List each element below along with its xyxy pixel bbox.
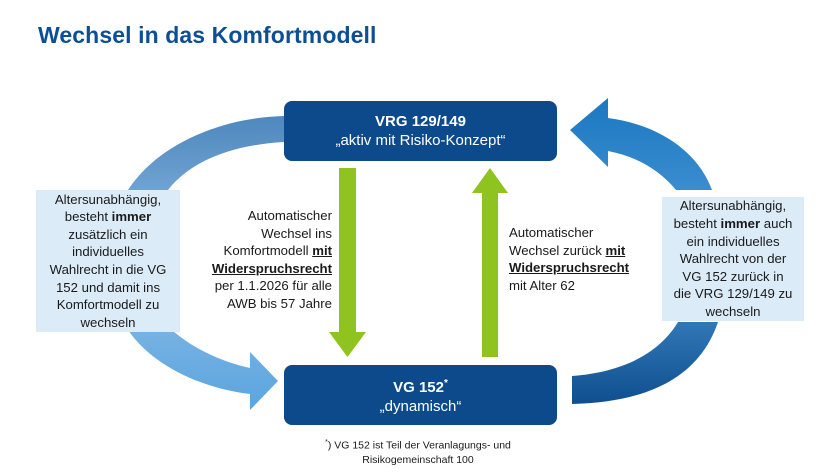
up-label-line: Wechsel zurück mit — [509, 242, 649, 260]
right-cycle-arrow — [570, 98, 718, 404]
right-box-text: besteht — [673, 216, 721, 232]
bottom-box-title-text: VG 152 — [393, 379, 444, 396]
left-box-line: Komfortmodell zu — [56, 297, 160, 313]
right-box-line: die VRG 129/149 zu — [673, 286, 793, 302]
right-box-line: besteht immer auch — [674, 215, 793, 233]
left-box-line: Altersunabhängig, — [54, 191, 162, 207]
right-box-line: Wahlrecht von der — [679, 251, 787, 267]
up-label-line: mit Alter 62 — [509, 277, 575, 293]
left-box-line: wechseln — [80, 314, 136, 330]
up-arrow — [472, 168, 508, 357]
up-label-text: Wechsel zurück — [509, 242, 606, 258]
bottom-box-title: VG 152* — [393, 374, 448, 397]
footnote-text: ) VG 152 ist Teil der Veranlagungs- und — [327, 439, 511, 452]
bottom-box-subtitle: „dynamisch“ — [379, 398, 462, 415]
footnote-line: Risikogemeinschaft 100 — [362, 453, 474, 466]
right-box-line: wechseln — [705, 303, 761, 319]
down-label-line: AWB bis 57 Jahre — [226, 295, 332, 311]
down-arrow — [329, 168, 366, 357]
down-label-line: Komfortmodell mit — [196, 242, 332, 260]
down-label-line: per 1.1.2026 für alle — [214, 278, 332, 294]
up-label-line: Automatischer — [509, 225, 594, 240]
left-box-text: besteht — [64, 209, 112, 225]
up-label-line: Widerspruchsrecht — [509, 260, 630, 276]
right-box-line: VG 152 zurück in — [682, 268, 784, 284]
bottom-box-vg: VG 152* „dynamisch“ — [284, 365, 557, 425]
down-label-line: Widerspruchsrecht — [211, 260, 332, 276]
down-label-text: Komfortmodell — [223, 243, 313, 259]
left-cycle-arrow — [128, 116, 284, 410]
top-box-subtitle: „aktiv mit Risiko-Konzept“ — [335, 132, 506, 149]
footnote: *) VG 152 ist Teil der Veranlagungs- und… — [300, 436, 536, 467]
down-label-line: Automatischer — [247, 208, 332, 223]
right-box-text: auch — [760, 216, 793, 232]
page-title: Wechsel in das Komfortmodell — [38, 22, 377, 48]
down-label-line: Wechsel ins — [261, 225, 332, 241]
left-box-line: zusätzlich ein — [68, 226, 148, 242]
left-box-line: besteht immer — [65, 208, 152, 226]
right-box-emphasis: immer — [720, 216, 761, 232]
left-info-box: Altersunabhängig, besteht immer zusätzli… — [36, 190, 180, 332]
bottom-box-footnote-mark: * — [443, 378, 448, 389]
left-box-line: 152 und damit ins — [55, 279, 161, 295]
right-box-line: ein individuelles — [686, 233, 780, 249]
down-label-emphasis: mit — [312, 243, 332, 259]
footnote-line: *) VG 152 ist Teil der Veranlagungs- und — [300, 436, 536, 453]
right-info-box: Altersunabhängig, besteht immer auch ein… — [662, 197, 804, 321]
left-box-line: individuelles — [72, 244, 144, 260]
up-label-emphasis: mit — [605, 242, 626, 258]
down-arrow-label: Automatischer Wechsel ins Komfortmodell … — [196, 207, 332, 313]
footnote-mark: * — [325, 439, 328, 446]
top-box-title: VRG 129/149 — [375, 113, 466, 130]
left-box-line: Wahlrecht in die VG — [49, 262, 167, 277]
top-box-vrg: VRG 129/149 „aktiv mit Risiko-Konzept“ — [284, 101, 557, 161]
up-arrow-label: Automatischer Wechsel zurück mit Widersp… — [509, 224, 649, 294]
right-box-line: Altersunabhängig, — [679, 198, 787, 214]
left-box-emphasis: immer — [111, 209, 152, 225]
